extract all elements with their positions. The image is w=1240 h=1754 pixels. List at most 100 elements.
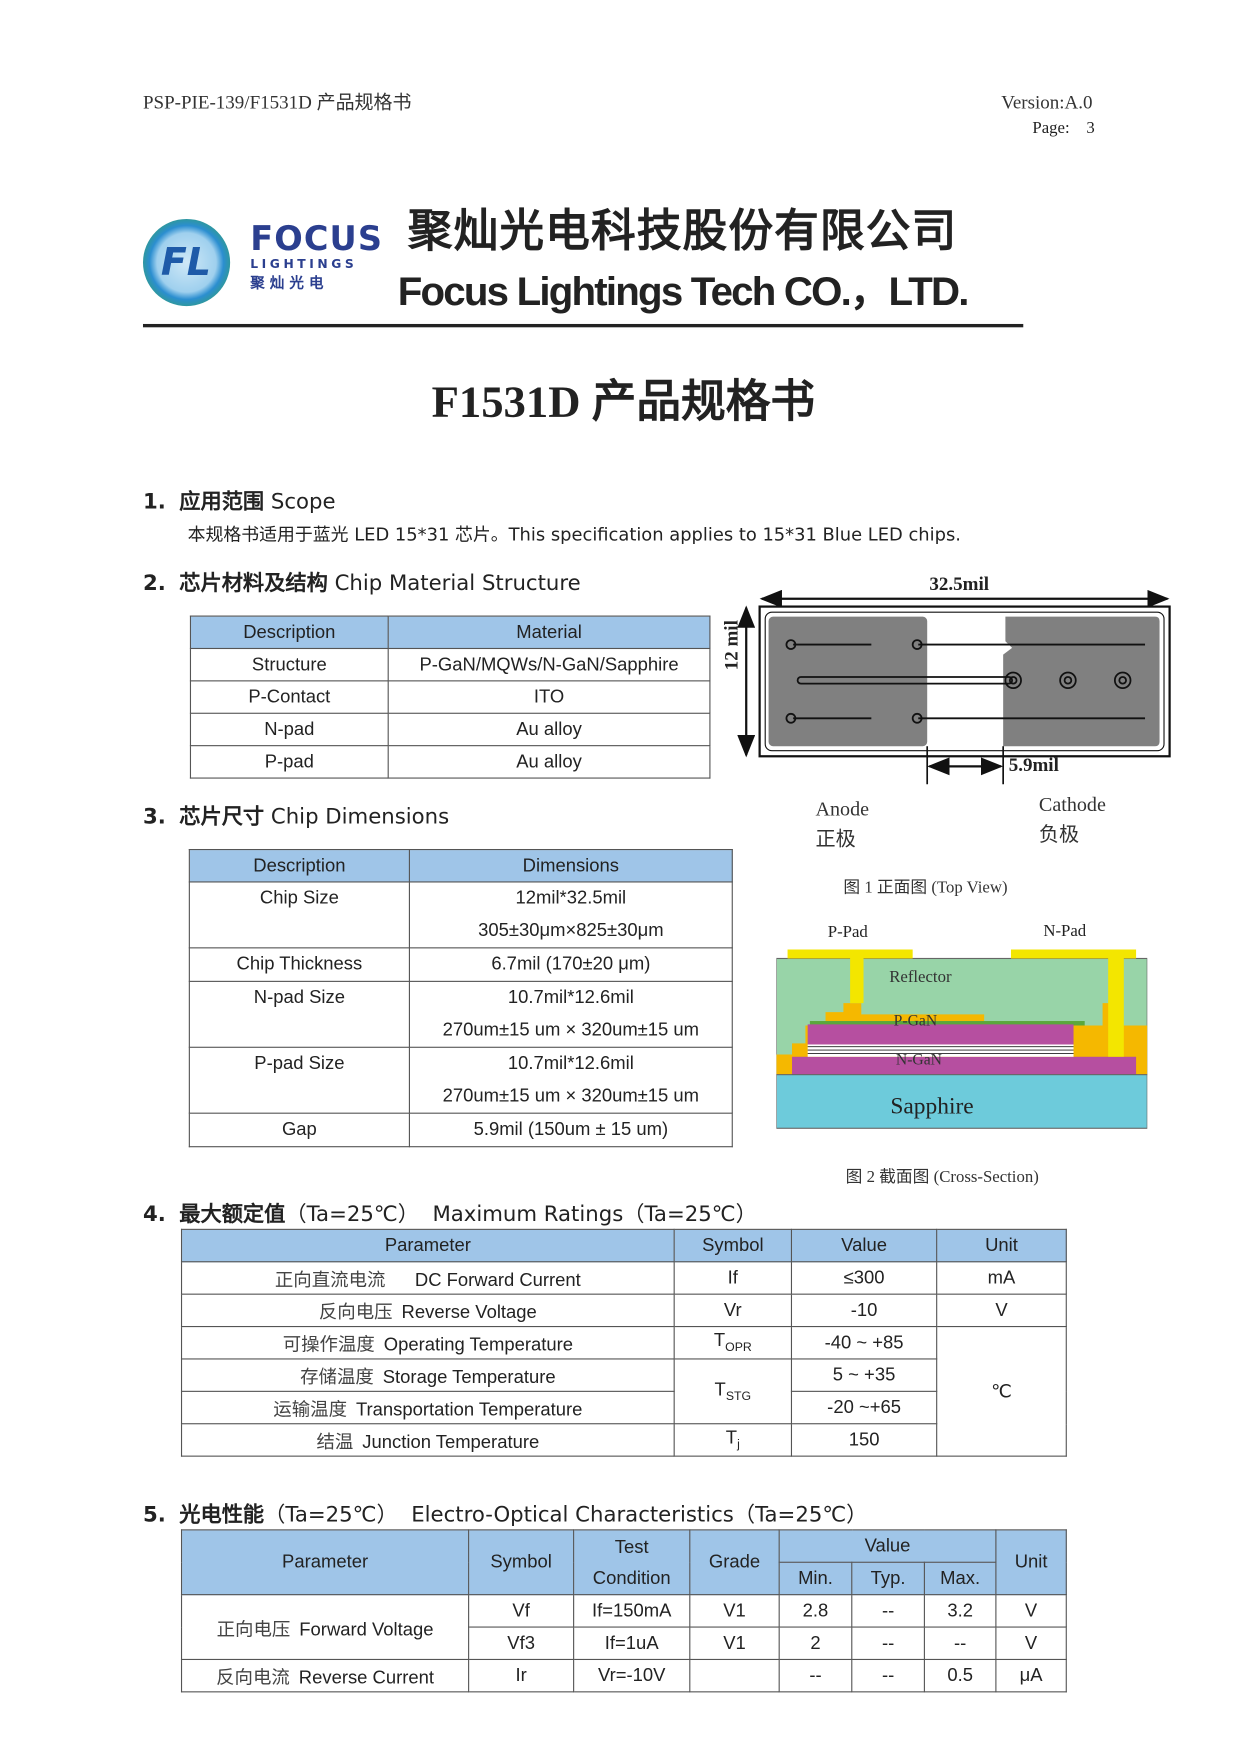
cell	[689, 1658, 780, 1693]
cell: 5 ~ +35	[790, 1358, 938, 1392]
section-title-cn: 光电性能	[179, 1502, 265, 1528]
chip-inner-outline	[764, 611, 1165, 752]
col-header: Value	[790, 1228, 938, 1263]
param-en: Junction Temperature	[362, 1432, 540, 1453]
col-header: Symbol	[468, 1529, 575, 1596]
col-header: Parameter	[180, 1228, 675, 1263]
section-title-en: Maximum Ratings（Ta=25℃）	[432, 1201, 757, 1227]
cathode-label: Cathode	[1038, 793, 1106, 816]
col-header: Value	[778, 1529, 997, 1563]
cell: Structure	[189, 647, 389, 682]
param-cn: 存储温度	[300, 1366, 374, 1388]
cell: Chip Thickness	[188, 947, 410, 982]
cell: P-pad Size	[188, 1046, 410, 1114]
section-number: 1.	[142, 489, 166, 514]
anode-label-cn: 正极	[815, 827, 856, 851]
cell: Vr	[673, 1293, 793, 1328]
section-condition: （Ta=25℃）	[264, 1502, 398, 1528]
cell: 可操作温度 Operating Temperature	[180, 1325, 675, 1360]
doc-id: PSP-PIE-139/F1531D 产品规格书	[142, 91, 412, 113]
cell: μA	[995, 1658, 1067, 1693]
param-en: Operating Temperature	[383, 1334, 574, 1356]
section-number: 2.	[142, 570, 166, 596]
symbol: T	[725, 1428, 738, 1449]
header-rule	[142, 323, 1024, 328]
page-number: 3	[1086, 119, 1095, 138]
sapphire-layer	[776, 1074, 1148, 1129]
section-number: 4.	[142, 1201, 166, 1227]
section-title-cn: 芯片材料及结构	[179, 570, 328, 596]
width-label: 32.5mil	[929, 573, 990, 595]
param-cn: 可操作温度	[282, 1333, 375, 1356]
company-name-cn: 聚灿光电科技股份有限公司	[407, 204, 958, 257]
cell: V	[995, 1626, 1067, 1661]
param-en: DC Forward Current	[414, 1270, 581, 1291]
n-gan-layer	[792, 1056, 1137, 1075]
symbol: T	[714, 1379, 726, 1400]
logo-mark-text: FL	[160, 240, 212, 285]
symbol-sub: OPR	[725, 1341, 752, 1355]
param-en: Transportation Temperature	[355, 1399, 583, 1420]
section-title-cn: 芯片尺寸	[179, 804, 265, 829]
cell: -40 ~ +85	[790, 1325, 938, 1360]
height-label: 12 mil	[720, 620, 742, 671]
cell: 2.8	[778, 1594, 853, 1628]
col-header: Description	[189, 615, 389, 650]
section-3-heading: 3.芯片尺寸 Chip Dimensions	[143, 803, 449, 830]
section-1-heading: 1.应用范围 Scope	[143, 488, 336, 515]
param-en: Storage Temperature	[382, 1367, 556, 1388]
page-title: F1531D 产品规格书	[431, 376, 816, 427]
p-gan-label: P-GaN	[893, 1013, 938, 1030]
cell: 150	[790, 1423, 938, 1457]
logo-sub: LIGHTINGS	[250, 256, 358, 272]
contact-layer	[809, 1021, 1085, 1026]
param-cn: 反向电压	[318, 1301, 393, 1323]
header-line: Test	[614, 1536, 649, 1557]
figure-1-caption: 图 1 正面图 (Top View)	[843, 879, 1008, 898]
cell: Chip Size	[188, 881, 410, 949]
section-condition: （Ta=25℃）	[285, 1201, 419, 1227]
cell: N-pad Size	[188, 980, 410, 1048]
cell: 存储温度 Storage Temperature	[180, 1358, 675, 1392]
cell: V1	[689, 1594, 780, 1628]
col-header: Symbol	[673, 1228, 793, 1263]
page-label: Page:	[1032, 119, 1070, 138]
cell: --	[851, 1626, 925, 1661]
version: Version:A.0	[1001, 91, 1093, 113]
cell: 3.2	[923, 1594, 997, 1628]
col-header: Grade	[689, 1529, 780, 1596]
cell: Au alloy	[387, 712, 711, 747]
scope-text: 本规格书适用于蓝光 LED 15*31 芯片。This specificatio…	[187, 523, 961, 546]
gap-label: 5.9mil	[1008, 754, 1059, 776]
cell: Vf	[468, 1594, 575, 1628]
cell: P-GaN/MQWs/N-GaN/Sapphire	[387, 647, 711, 682]
cell: --	[923, 1626, 997, 1661]
cell: V	[936, 1293, 1067, 1328]
header-line: Condition	[592, 1567, 671, 1588]
param-en: Forward Voltage	[299, 1619, 434, 1640]
cell-line: 270um±15 um × 320um±15 um	[442, 1019, 700, 1041]
param-cn: 结温	[316, 1431, 354, 1453]
col-header: Parameter	[180, 1529, 470, 1596]
param-cn: 正向直流电流	[274, 1269, 386, 1291]
cell: ≤300	[790, 1261, 938, 1295]
cell-line: 270um±15 um × 320um±15 um	[442, 1085, 700, 1106]
cell: 6.7mil (170±20 μm)	[408, 947, 733, 982]
symbol-sub: j	[737, 1438, 740, 1452]
